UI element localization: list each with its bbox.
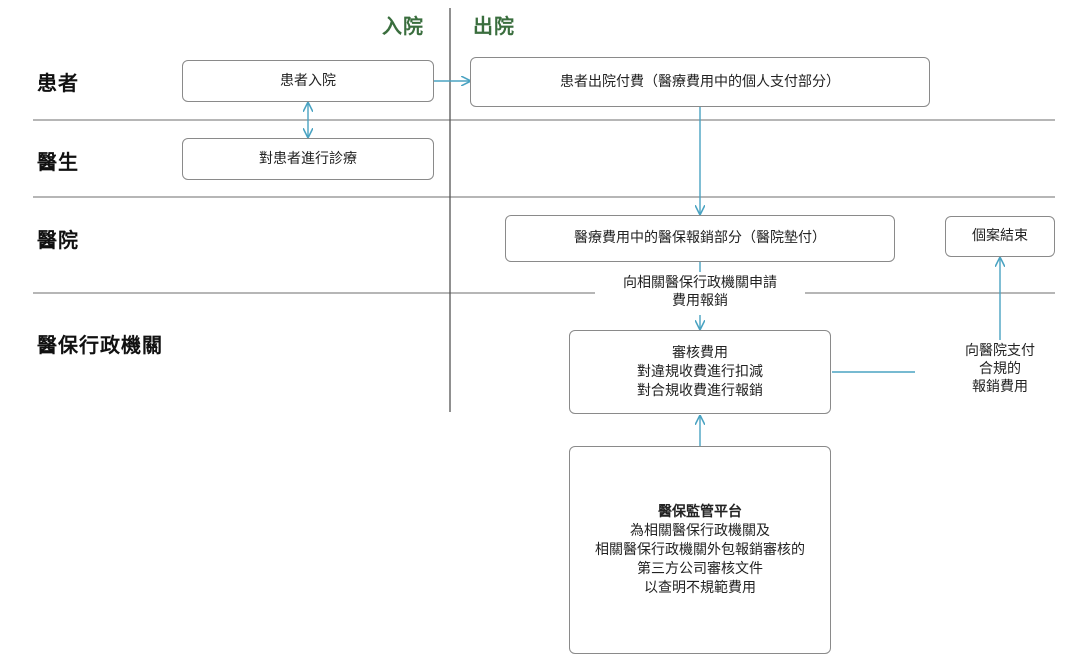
lane-label-patient: 患者: [37, 71, 79, 95]
platform-title: 醫保監管平台: [658, 503, 742, 520]
box-patient-payment: 患者出院付費（醫療費用中的個人支付部分）: [470, 57, 930, 107]
note-apply-line2: 費用報銷: [672, 293, 728, 309]
box-review-line2: 對違規收費進行扣減: [637, 363, 763, 380]
platform-line3: 第三方公司審核文件: [637, 560, 763, 577]
box-patient-payment-text: 患者出院付費（醫療費用中的個人支付部分）: [560, 73, 840, 90]
box-case-closed: 個案結束: [945, 216, 1055, 257]
box-hospital-advance: 醫療費用中的醫保報銷部分（醫院墊付）: [505, 215, 895, 262]
lane-label-doctor: 醫生: [37, 150, 79, 174]
column-heading-discharge: 出院: [473, 14, 515, 38]
platform-line1: 為相關醫保行政機關及: [630, 522, 770, 539]
box-review-line3: 對合規收費進行報銷: [637, 382, 763, 399]
box-patient-admission-text: 患者入院: [280, 72, 336, 89]
note-pay-line2: 合規的: [979, 361, 1021, 377]
lane-label-insurance-agency: 醫保行政機關: [37, 333, 163, 357]
note-pay-hospital: 向醫院支付 合規的 報銷費用: [940, 342, 1060, 396]
note-pay-line1: 向醫院支付: [965, 343, 1035, 359]
box-review-line1: 審核費用: [672, 344, 728, 361]
lane-label-hospital: 醫院: [37, 228, 79, 252]
note-pay-line3: 報銷費用: [972, 379, 1028, 395]
box-diagnosis-text: 對患者進行診療: [259, 150, 357, 167]
box-patient-admission: 患者入院: [182, 60, 434, 102]
platform-line2: 相關醫保行政機關外包報銷審核的: [595, 541, 805, 558]
box-diagnosis: 對患者進行診療: [182, 138, 434, 180]
platform-line4: 以查明不規範費用: [644, 579, 756, 596]
box-hospital-advance-text: 醫療費用中的醫保報銷部分（醫院墊付）: [574, 230, 826, 246]
note-apply-line1: 向相關醫保行政機關申請: [623, 275, 777, 291]
column-heading-admission: 入院: [382, 14, 424, 38]
box-review: 審核費用 對違規收費進行扣減 對合規收費進行報銷: [569, 330, 831, 414]
box-supervision-platform: 醫保監管平台 為相關醫保行政機關及 相關醫保行政機關外包報銷審核的 第三方公司審…: [569, 446, 831, 654]
box-case-closed-text: 個案結束: [972, 228, 1028, 244]
note-apply-reimbursement: 向相關醫保行政機關申請 費用報銷: [595, 274, 805, 310]
